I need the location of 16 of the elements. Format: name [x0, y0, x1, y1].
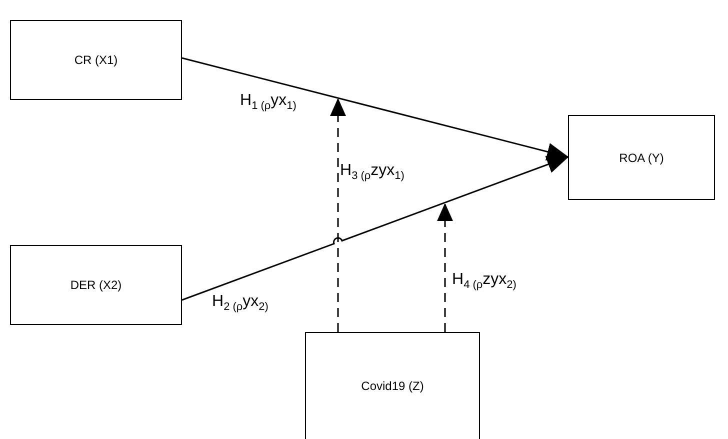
edge-label: H$_{4 (ρ}$zyx$_{2)}$ [452, 272, 516, 292]
variable-name: CR (X1) [74, 53, 118, 67]
variable-box [10, 20, 182, 100]
arrow [182, 156, 569, 301]
variable-box [568, 115, 715, 200]
dashed-arrow [437, 203, 453, 332]
dashed-arrow [330, 98, 346, 332]
edge-label: H$_{3 (ρ}$zyx$_{1)}$ [340, 163, 404, 182]
variable-box [10, 245, 182, 325]
variable-name: ROA (Y) [619, 150, 664, 164]
variable-box [305, 332, 480, 439]
variable-name: DER (X2) [70, 278, 122, 292]
variable-name: Covid19 (Z) [361, 379, 424, 393]
edge-label: H$_{1 (ρ}$yx$_{1)}$ [240, 93, 296, 112]
arrow [182, 57, 569, 160]
edge-label: H$_{2 (ρ}$yx$_{2)}$ [212, 294, 268, 314]
